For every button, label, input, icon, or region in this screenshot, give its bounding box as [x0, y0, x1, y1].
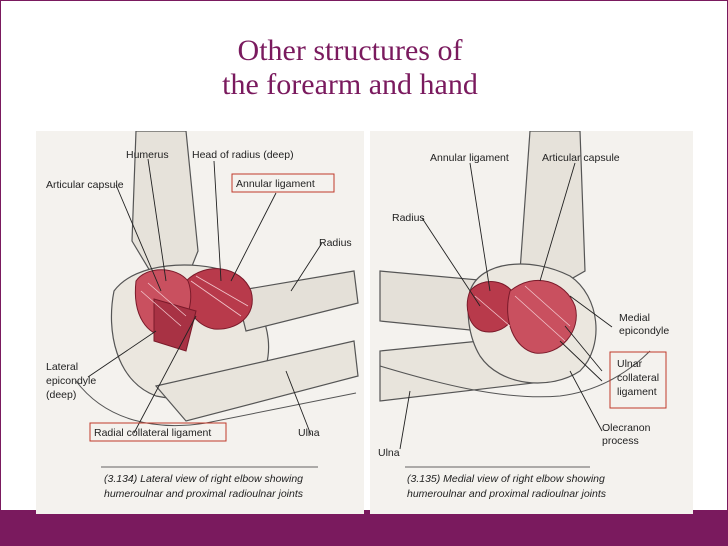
label-articular-capsule: Articular capsule — [542, 152, 620, 164]
slide-bottom-bar — [0, 510, 728, 546]
caption-line-2: humeroulnar and proximal radioulnar join… — [104, 488, 304, 500]
caption-line-1: (3.135) Medial view of right elbow showi… — [407, 473, 605, 485]
caption-line-1: (3.134) Lateral view of right elbow show… — [104, 473, 303, 485]
label-articular-capsule: Articular capsule — [46, 179, 124, 191]
label-olecranon-2: process — [602, 435, 639, 447]
label-head-of-radius: Head of radius (deep) — [192, 149, 294, 161]
label-lateral-epicondyle-3: (deep) — [46, 389, 76, 401]
label-medial-epicondyle-1: Medial — [619, 312, 650, 324]
label-medial-epicondyle-2: epicondyle — [619, 325, 669, 337]
label-ulna: Ulna — [378, 447, 400, 459]
label-annular-ligament: Annular ligament — [236, 178, 315, 190]
caption-line-2: humeroulnar and proximal radioulnar join… — [407, 488, 607, 500]
label-ulnar-collateral-3: ligament — [617, 386, 657, 398]
lateral-view-figure: Humerus Head of radius (deep) Articular … — [36, 131, 364, 514]
label-lateral-epicondyle-1: Lateral — [46, 361, 78, 373]
label-lateral-epicondyle-2: epicondyle — [46, 375, 96, 387]
title-line-2: the forearm and hand — [100, 68, 600, 102]
label-radius: Radius — [319, 237, 352, 249]
medial-view-figure: Annular ligament Articular capsule Radiu… — [370, 131, 693, 514]
label-radius: Radius — [392, 212, 425, 224]
label-humerus: Humerus — [126, 149, 169, 161]
label-ulnar-collateral-2: collateral — [617, 372, 659, 384]
title-line-1: Other structures of — [100, 34, 600, 68]
label-ulnar-collateral-1: Ulnar — [617, 358, 643, 370]
slide-title: Other structures of the forearm and hand — [100, 34, 600, 102]
label-radial-collateral-ligament: Radial collateral ligament — [94, 427, 211, 439]
lateral-view-illustration: Humerus Head of radius (deep) Articular … — [36, 131, 364, 514]
radius-bone — [236, 271, 358, 331]
medial-view-illustration: Annular ligament Articular capsule Radiu… — [370, 131, 693, 514]
label-ulna: Ulna — [298, 427, 320, 439]
label-annular-ligament: Annular ligament — [430, 152, 509, 164]
label-olecranon-1: Olecranon — [602, 422, 651, 434]
